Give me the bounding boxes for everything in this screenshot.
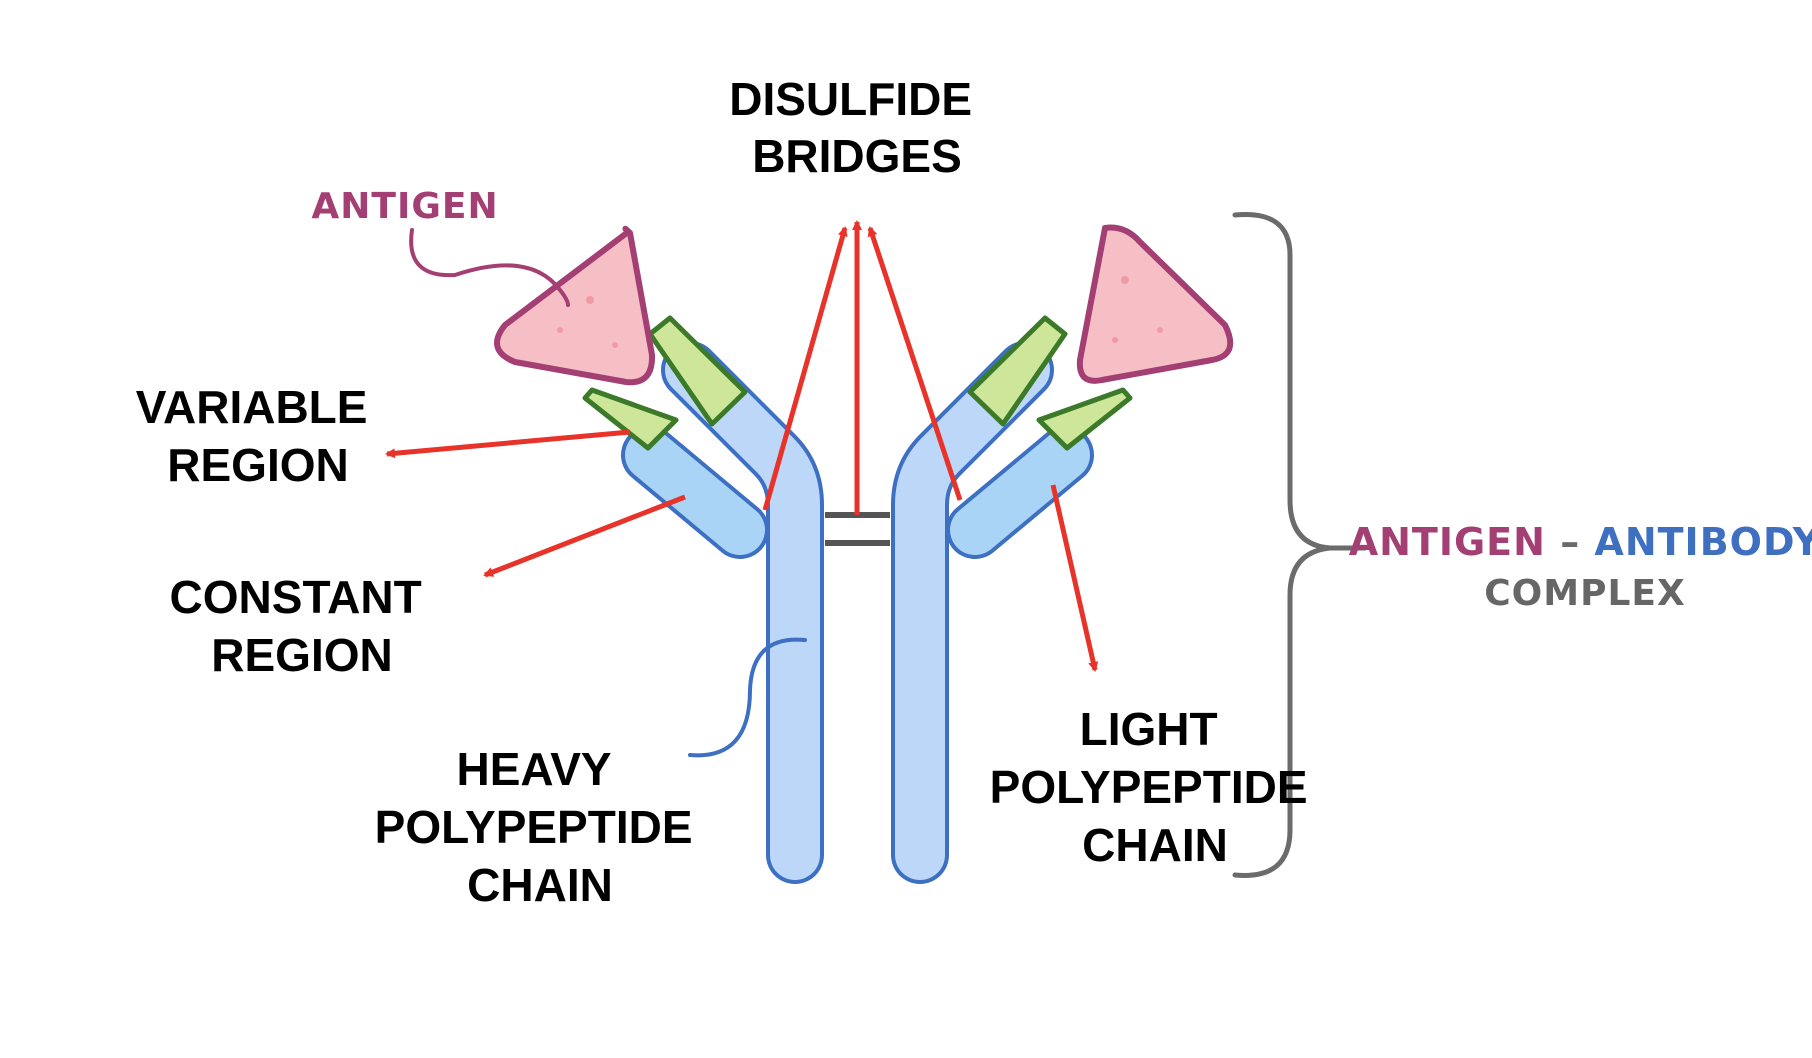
label-variable-line1: VARIABLE	[136, 381, 368, 433]
disulfide-bridges	[825, 512, 890, 546]
variable-region-heavy-right	[967, 315, 1068, 427]
label-light-line1: LIGHT	[1080, 703, 1218, 755]
label-complex-antibody: ANTIBODY	[1594, 520, 1812, 564]
label-complex-dash: –	[1560, 520, 1580, 564]
label-disulfide-line1: DISULFIDE	[729, 73, 972, 125]
label-heavy-line1: HEAVY	[456, 743, 610, 795]
variable-region-heavy-left	[647, 315, 748, 427]
antigen-left	[494, 225, 656, 386]
label-heavy-line3: CHAIN	[467, 859, 613, 911]
label-constant-line2: REGION	[211, 629, 392, 681]
antigen-right	[1076, 224, 1234, 384]
label-heavy-line2: POLYPEPTIDE	[375, 801, 693, 853]
label-disulfide-bridges: DISULFIDE BRIDGES	[729, 73, 985, 182]
light-chain-right	[946, 387, 1133, 559]
heavy-chain-left	[661, 341, 824, 884]
arrow-variable-region	[385, 429, 631, 459]
heavy-chain-right	[891, 341, 1054, 884]
label-complex-title: ANTIGEN – ANTIBODY	[1349, 520, 1812, 564]
label-light-line2: POLYPEPTIDE	[990, 761, 1308, 813]
label-constant-region: CONSTANT REGION	[170, 571, 435, 681]
arrow-light-chain	[1050, 484, 1099, 672]
label-light-line3: CHAIN	[1082, 819, 1228, 871]
label-complex-antigen: ANTIGEN	[1349, 520, 1546, 564]
heavy-chain-leader-line	[688, 637, 807, 758]
arrow-disulfide-left	[762, 226, 848, 511]
label-light-chain: LIGHT POLYPEPTIDE CHAIN	[990, 703, 1321, 871]
arrow-constant-region	[483, 494, 686, 578]
label-antigen: ANTIGEN	[311, 186, 498, 227]
antigen-leader-line	[409, 228, 570, 307]
label-heavy-chain: HEAVY POLYPEPTIDE CHAIN	[375, 743, 706, 911]
complex-brace	[1232, 212, 1368, 878]
label-disulfide-line2: BRIDGES	[752, 130, 962, 182]
arrow-disulfide-right	[867, 226, 963, 501]
label-complex-word: COMPLEX	[1484, 573, 1686, 614]
label-variable-line2: REGION	[167, 439, 348, 491]
label-variable-region: VARIABLE REGION	[136, 381, 381, 491]
label-constant-line1: CONSTANT	[170, 571, 422, 623]
